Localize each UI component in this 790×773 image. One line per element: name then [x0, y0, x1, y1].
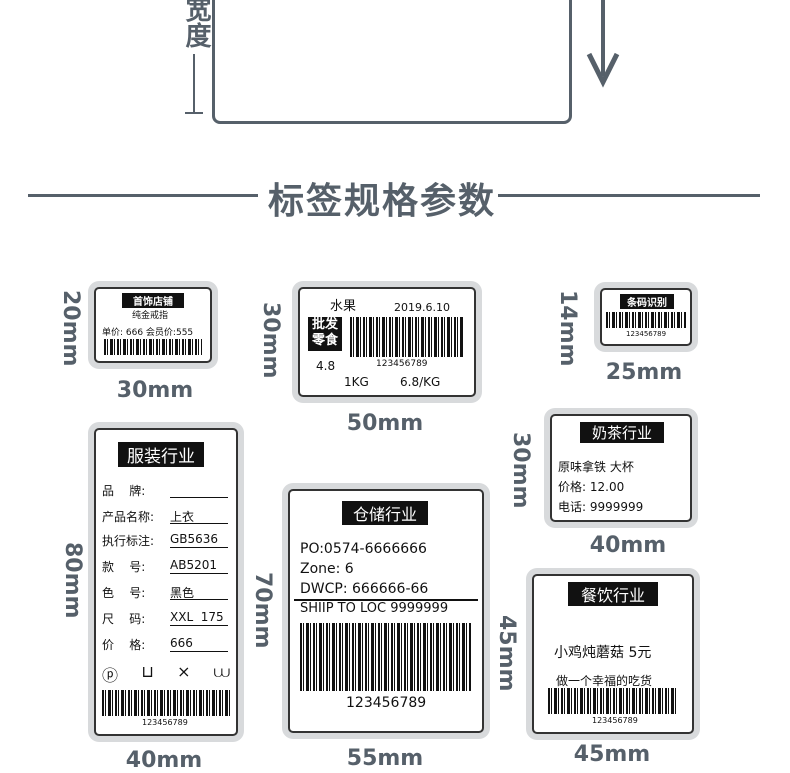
iron-icon: ⩊ — [213, 662, 230, 681]
shop-label: 首饰店铺 纯金戒指 单价: 666 会员价:555 — [94, 287, 212, 363]
fruit-unit-price: 6.8/KG — [400, 375, 441, 389]
warehouse-height: 70mm — [250, 571, 275, 649]
clothing-row-value: 黑色 — [170, 584, 228, 600]
shop-height: 20mm — [58, 290, 83, 367]
clothing-row-key: 价 格: — [102, 638, 146, 652]
clothing-number: 123456789 — [142, 718, 188, 727]
barcode-small-number: 123456789 — [626, 330, 667, 338]
section-title: 标签规格参数 — [268, 181, 497, 222]
barcode-small-width: 25mm — [605, 360, 683, 385]
clothing-row-key: 品 牌: — [102, 484, 146, 498]
fruit-barcode — [350, 317, 464, 357]
fruit-date: 2019.6.10 — [394, 301, 450, 314]
width-dim-tick — [185, 112, 203, 114]
warehouse-header: 仓储行业 — [342, 501, 428, 525]
arrow-shaft — [601, 0, 605, 76]
warehouse-ship: SHIIP TO LOC 9999999 — [300, 601, 449, 616]
fruit-width: 50mm — [346, 411, 424, 436]
wash-icon: ⊔ — [141, 662, 154, 681]
warehouse-width: 55mm — [346, 746, 424, 771]
food-barcode — [548, 688, 678, 714]
warehouse-po: PO:0574-6666666 — [300, 541, 427, 557]
clothing-row-value: AB5201 — [170, 558, 228, 574]
barcode-small-label: 条码识别 123456789 — [600, 288, 692, 346]
title-line-left — [28, 194, 258, 197]
food-label: 餐饮行业 小鸡炖蘑菇 5元 做一个幸福的吃货 123456789 — [532, 574, 694, 734]
clothing-label: 服装行业 品 牌: 产品名称: 上衣执行标注: GB5636 款 号: AB5201 色 号… — [94, 428, 238, 736]
warehouse-barcode — [300, 623, 472, 691]
clothing-barcode — [102, 690, 230, 716]
clothing-row-key: 色 号: — [102, 586, 146, 600]
clothing-width: 40mm — [125, 748, 203, 773]
barcode-small-bars — [606, 312, 686, 328]
fruit-weight: 1KG — [344, 375, 369, 389]
fruit-price: 4.8 — [316, 359, 336, 373]
food-header: 餐饮行业 — [568, 582, 658, 606]
fruit-label: 水果 2019.6.10 批发零食 4.8 123456789 1KG 6.8/… — [298, 287, 476, 397]
warehouse-zone: Zone: 6 — [300, 561, 354, 577]
tea-line3: 电话: 9999999 — [558, 500, 644, 514]
fruit-number: 123456789 — [376, 359, 428, 369]
shop-width: 30mm — [116, 378, 194, 403]
clothing-row-key: 产品名称: — [102, 510, 155, 524]
title-line-right — [498, 194, 760, 197]
shop-barcode — [104, 339, 202, 355]
food-line1: 小鸡炖蘑菇 5元 — [554, 645, 652, 661]
clothing-row-value: XXL 175 — [170, 610, 228, 626]
top-label-outline — [212, 0, 572, 124]
clothing-header: 服装行业 — [118, 442, 204, 467]
tea-width: 40mm — [589, 533, 667, 558]
tea-line1: 原味拿铁 大杯 — [558, 460, 634, 474]
shop-header: 首饰店铺 — [122, 293, 184, 308]
shop-name: 纯金戒指 — [132, 311, 169, 321]
tea-label: 奶茶行业 原味拿铁 大杯 价格: 12.00 电话: 9999999 — [550, 414, 692, 522]
fruit-height: 30mm — [258, 301, 283, 379]
clothing-row-value: 上衣 — [170, 508, 228, 524]
fruit-badge: 批发零食 — [308, 317, 342, 351]
shop-price: 单价: 666 会员价:555 — [102, 328, 194, 338]
tea-height: 30mm — [508, 431, 533, 509]
professional-clean-icon: ⓟ — [102, 666, 119, 685]
care-icons: ⓟ ⊔ ⨯ ⩊ — [102, 662, 230, 686]
food-line2: 做一个幸福的吃货 — [556, 674, 653, 688]
food-width: 45mm — [573, 742, 651, 767]
tea-line2: 价格: 12.00 — [558, 480, 625, 494]
warehouse-dwcp: DWCP: 666666-66 — [300, 581, 429, 597]
warehouse-number: 123456789 — [346, 695, 427, 711]
no-bleach-icon: ⨯ — [177, 662, 191, 681]
clothing-row-key: 执行标注: — [102, 534, 155, 548]
clothing-height: 80mm — [60, 541, 85, 619]
clothing-row-key: 款 号: — [102, 560, 146, 574]
barcode-small-header: 条码识别 — [620, 294, 674, 309]
clothing-row-key: 尺 码: — [102, 612, 146, 626]
width-dim-line — [193, 54, 195, 114]
clothing-row-value: GB5636 — [170, 532, 228, 548]
width-label: 宽度 — [181, 0, 211, 48]
fruit-name: 水果 — [330, 299, 357, 314]
food-height: 45mm — [494, 614, 519, 692]
down-arrow-icon — [586, 52, 620, 88]
clothing-row-value — [170, 482, 228, 498]
clothing-row-value: 666 — [170, 636, 228, 652]
warehouse-divider — [294, 599, 478, 601]
warehouse-label: 仓储行业 PO:0574-6666666 Zone: 6 DWCP: 66666… — [288, 489, 484, 733]
food-number: 123456789 — [592, 716, 638, 725]
barcode-small-height: 14mm — [555, 290, 580, 367]
tea-header: 奶茶行业 — [580, 422, 664, 443]
